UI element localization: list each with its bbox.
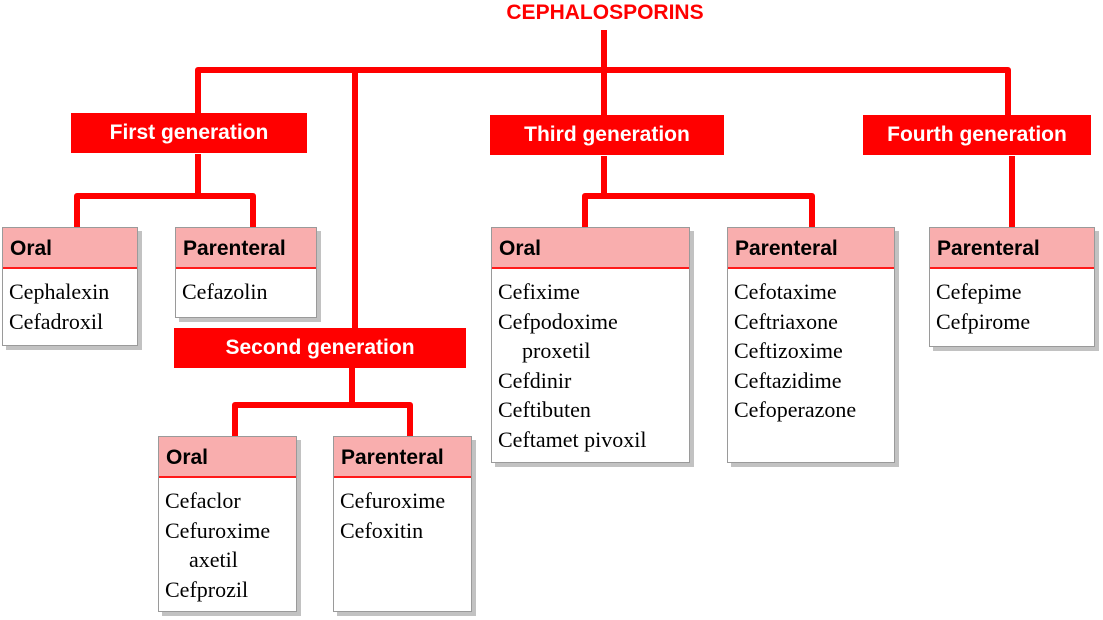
- fourth-generation-parenteral-card: Parenteral Cefepime Cefpirome: [929, 227, 1095, 347]
- second-generation-parenteral-card: Parenteral Cefuroxime Cefoxitin: [333, 436, 472, 612]
- drug-item: proxetil: [522, 338, 591, 363]
- connector-first-generation-branch: [74, 154, 256, 228]
- drug-list: Cefixime Cefpodoxime proxetil Cefdinir C…: [492, 269, 689, 454]
- diagram-title: CEPHALOSPORINS: [506, 1, 704, 24]
- drug-item: Cefpirome: [936, 308, 1031, 334]
- drug-item: Ceftazidime: [734, 367, 842, 393]
- fourth-generation-label: Fourth generation: [863, 115, 1091, 155]
- third-generation-oral-card: Oral Cefixime Cefpodoxime proxetil Cefdi…: [491, 227, 690, 463]
- drug-list: Cefepime Cefpirome: [930, 269, 1094, 336]
- card-route-header: Oral: [492, 228, 689, 269]
- drug-item: Ceftamet pivoxil: [498, 426, 647, 452]
- drug-item: Ceftizoxime: [734, 338, 843, 363]
- connector-third-generation-branch: [582, 156, 815, 228]
- first-generation-parenteral-card: Parenteral Cefazolin: [175, 227, 317, 318]
- drug-item: Cefuroxime: [165, 517, 271, 543]
- third-generation-label: Third generation: [490, 115, 724, 155]
- drug-item: Cefadroxil: [9, 308, 104, 334]
- first-generation-oral-card: Oral Cephalexin Cefadroxil: [2, 227, 138, 346]
- drug-list: Cefotaxime Ceftriaxone Ceftizoxime Cefta…: [728, 269, 894, 425]
- drug-item: Cefdinir: [498, 367, 572, 393]
- drug-item: axetil: [189, 547, 238, 572]
- drug-item: Ceftibuten: [498, 397, 591, 422]
- drug-item: Cefpodoxime: [498, 308, 618, 334]
- drug-list: Cefazolin: [176, 269, 316, 307]
- card-route-header: Oral: [3, 228, 137, 269]
- drug-item: Cefprozil: [165, 576, 249, 602]
- second-generation-oral-card: Oral Cefaclor Cefuroxime axetil Cefprozi…: [158, 436, 297, 612]
- card-route-header: Parenteral: [728, 228, 894, 269]
- card-route-header: Oral: [159, 437, 296, 478]
- drug-item: Cefepime: [936, 279, 1022, 304]
- drug-item: Cephalexin: [9, 279, 110, 304]
- card-route-header: Parenteral: [176, 228, 316, 269]
- drug-item: Cefuroxime: [340, 488, 446, 513]
- drug-item: Cefotaxime: [734, 279, 837, 304]
- card-route-header: Parenteral: [334, 437, 471, 478]
- first-generation-label: First generation: [71, 113, 307, 153]
- drug-item: Cefixime: [498, 279, 580, 304]
- drug-list: Cefuroxime Cefoxitin: [334, 478, 471, 545]
- card-route-header: Parenteral: [930, 228, 1094, 269]
- drug-item: Cefazolin: [182, 279, 268, 304]
- second-generation-label: Second generation: [174, 328, 466, 368]
- drug-list: Cefaclor Cefuroxime axetil Cefprozil: [159, 478, 296, 604]
- drug-item: Cefoperazone: [734, 397, 857, 422]
- drug-list: Cephalexin Cefadroxil: [3, 269, 137, 336]
- connector-second-generation-branch: [232, 368, 413, 437]
- drug-item: Cefaclor: [165, 488, 241, 513]
- drug-item: Ceftriaxone: [734, 308, 838, 334]
- drug-item: Cefoxitin: [340, 517, 424, 543]
- third-generation-parenteral-card: Parenteral Cefotaxime Ceftriaxone Ceftiz…: [727, 227, 895, 463]
